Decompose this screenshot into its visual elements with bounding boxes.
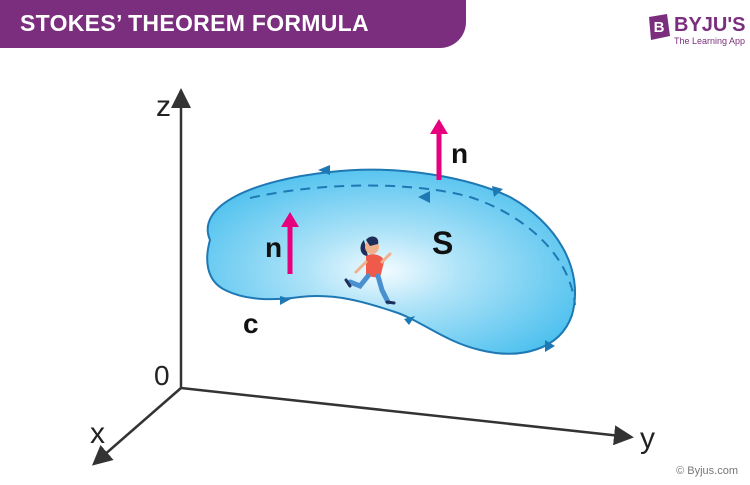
origin-label: 0 [154,360,170,391]
normal-label-top: n [451,138,468,169]
byjus-badge-icon: B [649,14,670,40]
normal-arrow-left-head [281,212,299,227]
normal-arrow-top-head [430,119,448,134]
header-banner: STOKES’ THEOREM FORMULA [0,0,466,48]
logo-tagline: The Learning App [674,36,746,46]
z-axis-label: z [156,90,171,123]
curve-direction-arrow-bottom [404,316,415,325]
curve-label: c [243,308,259,339]
byjus-logo: B BYJU'S The Learning App [646,14,746,54]
curve-direction-arrow-top [318,165,330,175]
curve-direction-arrow-lower-right [545,340,555,352]
surface-s [206,168,577,355]
x-axis-label: x [90,417,105,450]
surface-label: S [432,225,453,261]
badge-letter: B [654,19,665,36]
copyright-notice: © Byjus.com [676,465,738,477]
curve-direction-arrow-left [280,296,291,305]
logo-name: BYJU'S [674,14,746,36]
y-axis-label: y [640,422,655,455]
curve-direction-arrow-dashed [418,191,430,203]
page-title: STOKES’ THEOREM FORMULA [20,10,369,36]
surface-dashed-edge [249,184,576,306]
curve-direction-arrow-right [492,186,503,197]
normal-label-left: n [265,232,282,263]
x-axis [91,387,182,466]
runner-figure-icon [344,236,396,305]
y-axis [180,386,634,446]
